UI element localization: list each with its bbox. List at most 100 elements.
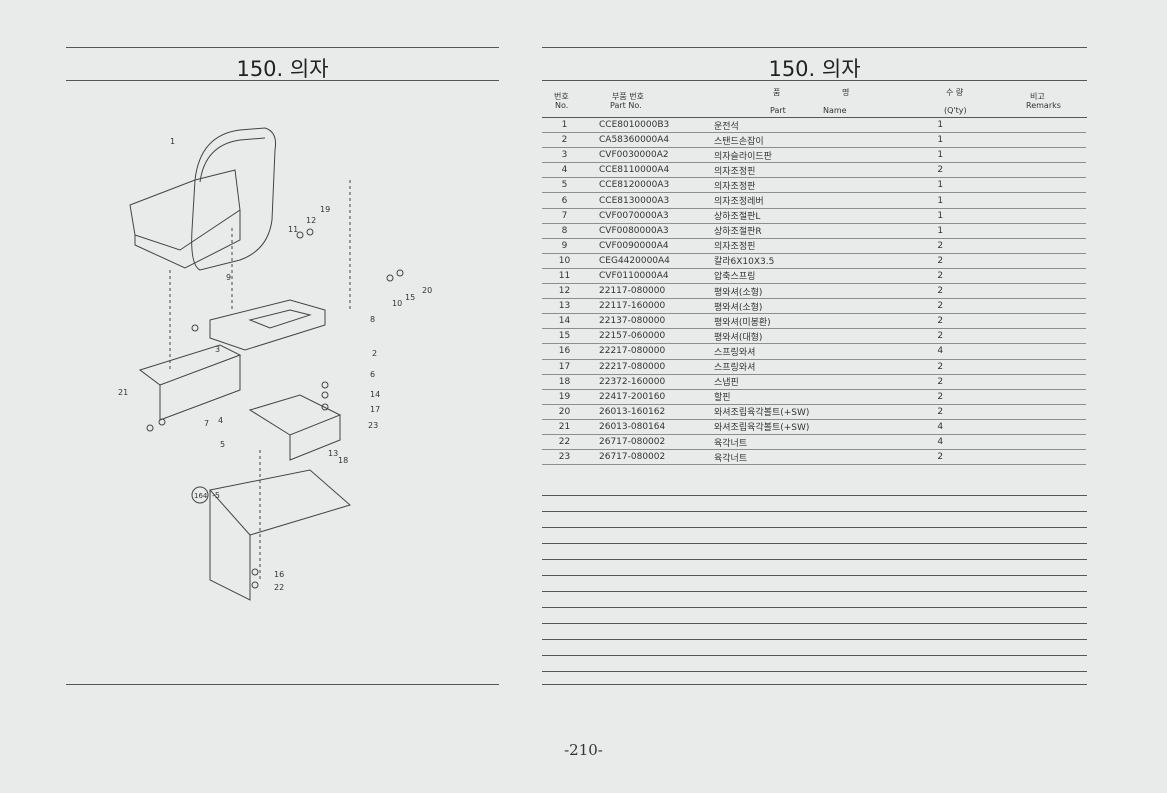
- svg-text:6: 6: [370, 370, 375, 379]
- quantity: 4: [910, 419, 970, 435]
- part-number: 22372-160000: [587, 374, 704, 390]
- quantity: 2: [910, 162, 970, 179]
- part-number-index: 23: [542, 449, 587, 466]
- part-number-index: 5: [542, 177, 587, 194]
- remarks: [969, 192, 1086, 209]
- part-name: 평와셔(대형): [703, 328, 911, 345]
- part-number-index: 12: [542, 283, 587, 300]
- part-number: 22117-160000: [587, 298, 704, 315]
- svg-text:18: 18: [338, 456, 348, 465]
- part-number: 26013-080164: [587, 419, 704, 435]
- svg-text:164: 164: [194, 492, 208, 500]
- remarks: [969, 298, 1086, 315]
- part-name: 와셔조립육각볼트(+SW): [703, 404, 911, 420]
- part-name: 평와셔(소형): [703, 298, 911, 315]
- header-no-ko: 번호: [554, 92, 569, 101]
- remarks: [969, 132, 1086, 149]
- svg-text:2: 2: [372, 349, 377, 358]
- part-number-index: 2: [542, 132, 587, 149]
- page-number: -210-: [564, 741, 603, 759]
- part-number-index: 17: [542, 359, 587, 375]
- svg-text:16: 16: [274, 570, 284, 579]
- quantity: 2: [910, 404, 970, 420]
- svg-text:19: 19: [320, 205, 330, 214]
- blank-row-rule: [542, 639, 1087, 640]
- quantity: 1: [910, 223, 970, 239]
- quantity: 1: [910, 132, 970, 149]
- part-number-index: 8: [542, 223, 587, 239]
- svg-text:14: 14: [370, 390, 380, 399]
- part-number-index: 4: [542, 162, 587, 179]
- part-number-index: 1: [542, 118, 587, 134]
- remarks: [969, 374, 1086, 390]
- part-number: CEG4420000A4: [587, 253, 704, 269]
- remarks: [969, 268, 1086, 285]
- part-number-index: 9: [542, 238, 587, 254]
- base-plate-side: [209, 490, 251, 601]
- part-name: 할핀: [703, 389, 911, 405]
- part-name: 스프링와셔: [703, 359, 911, 375]
- part-number: CCE8010000B3: [587, 118, 704, 134]
- part-name: 평와셔(소형): [703, 283, 911, 300]
- remarks: [969, 223, 1086, 239]
- remarks: [969, 253, 1086, 269]
- top-rule: [542, 47, 1087, 48]
- title-rule: [542, 80, 1087, 81]
- remarks: [969, 177, 1086, 194]
- svg-text:17: 17: [370, 405, 380, 414]
- svg-text:5: 5: [220, 440, 225, 449]
- quantity: 1: [910, 192, 970, 209]
- svg-text:15: 15: [405, 293, 415, 302]
- svg-text:20: 20: [422, 286, 432, 295]
- part-number-index: 3: [542, 147, 587, 164]
- blank-row-rule: [542, 559, 1087, 560]
- quantity: 2: [910, 359, 970, 375]
- part-name: 평와셔(미봉환): [703, 313, 911, 330]
- part-number: CCE8130000A3: [587, 192, 704, 209]
- base-plate: [209, 469, 352, 536]
- part-name: 스탠드손잡이: [703, 132, 911, 149]
- part-number: CVF0070000A3: [587, 208, 704, 224]
- svg-text:9: 9: [226, 273, 231, 282]
- remarks: [969, 404, 1086, 420]
- part-number: CVF0090000A4: [587, 238, 704, 254]
- part-name: 칼라6X10X3.5: [703, 253, 911, 269]
- adjust-plate-left-side: [159, 355, 241, 421]
- part-number: 22217-080000: [587, 343, 704, 360]
- header-qty-en: (Q'ty): [944, 106, 967, 115]
- seat-cushion: [129, 169, 241, 251]
- blank-row-rule: [542, 671, 1087, 672]
- part-number-index: 10: [542, 253, 587, 269]
- part-number-index: 7: [542, 208, 587, 224]
- blank-row-rule: [542, 543, 1087, 544]
- quantity: 2: [910, 313, 970, 330]
- part-number-index: 21: [542, 419, 587, 435]
- part-number: 22137-080000: [587, 313, 704, 330]
- svg-text:4: 4: [218, 416, 223, 425]
- part-name: 스냅핀: [703, 374, 911, 390]
- adjust-plate-left: [138, 344, 242, 386]
- title-rule: [66, 80, 499, 81]
- quantity: 2: [910, 389, 970, 405]
- part-name: 와셔조립육각볼트(+SW): [703, 419, 911, 435]
- quantity: 4: [910, 343, 970, 360]
- left-page: 150. 의자: [0, 0, 560, 793]
- part-number-index: 11: [542, 268, 587, 285]
- part-number: 22217-080000: [587, 359, 704, 375]
- svg-text:11: 11: [288, 225, 298, 234]
- part-name: 육각너트: [703, 449, 911, 466]
- quantity: 2: [910, 253, 970, 269]
- part-name: 압축스프링: [703, 268, 911, 285]
- quantity: 2: [910, 374, 970, 390]
- remarks: [969, 343, 1086, 360]
